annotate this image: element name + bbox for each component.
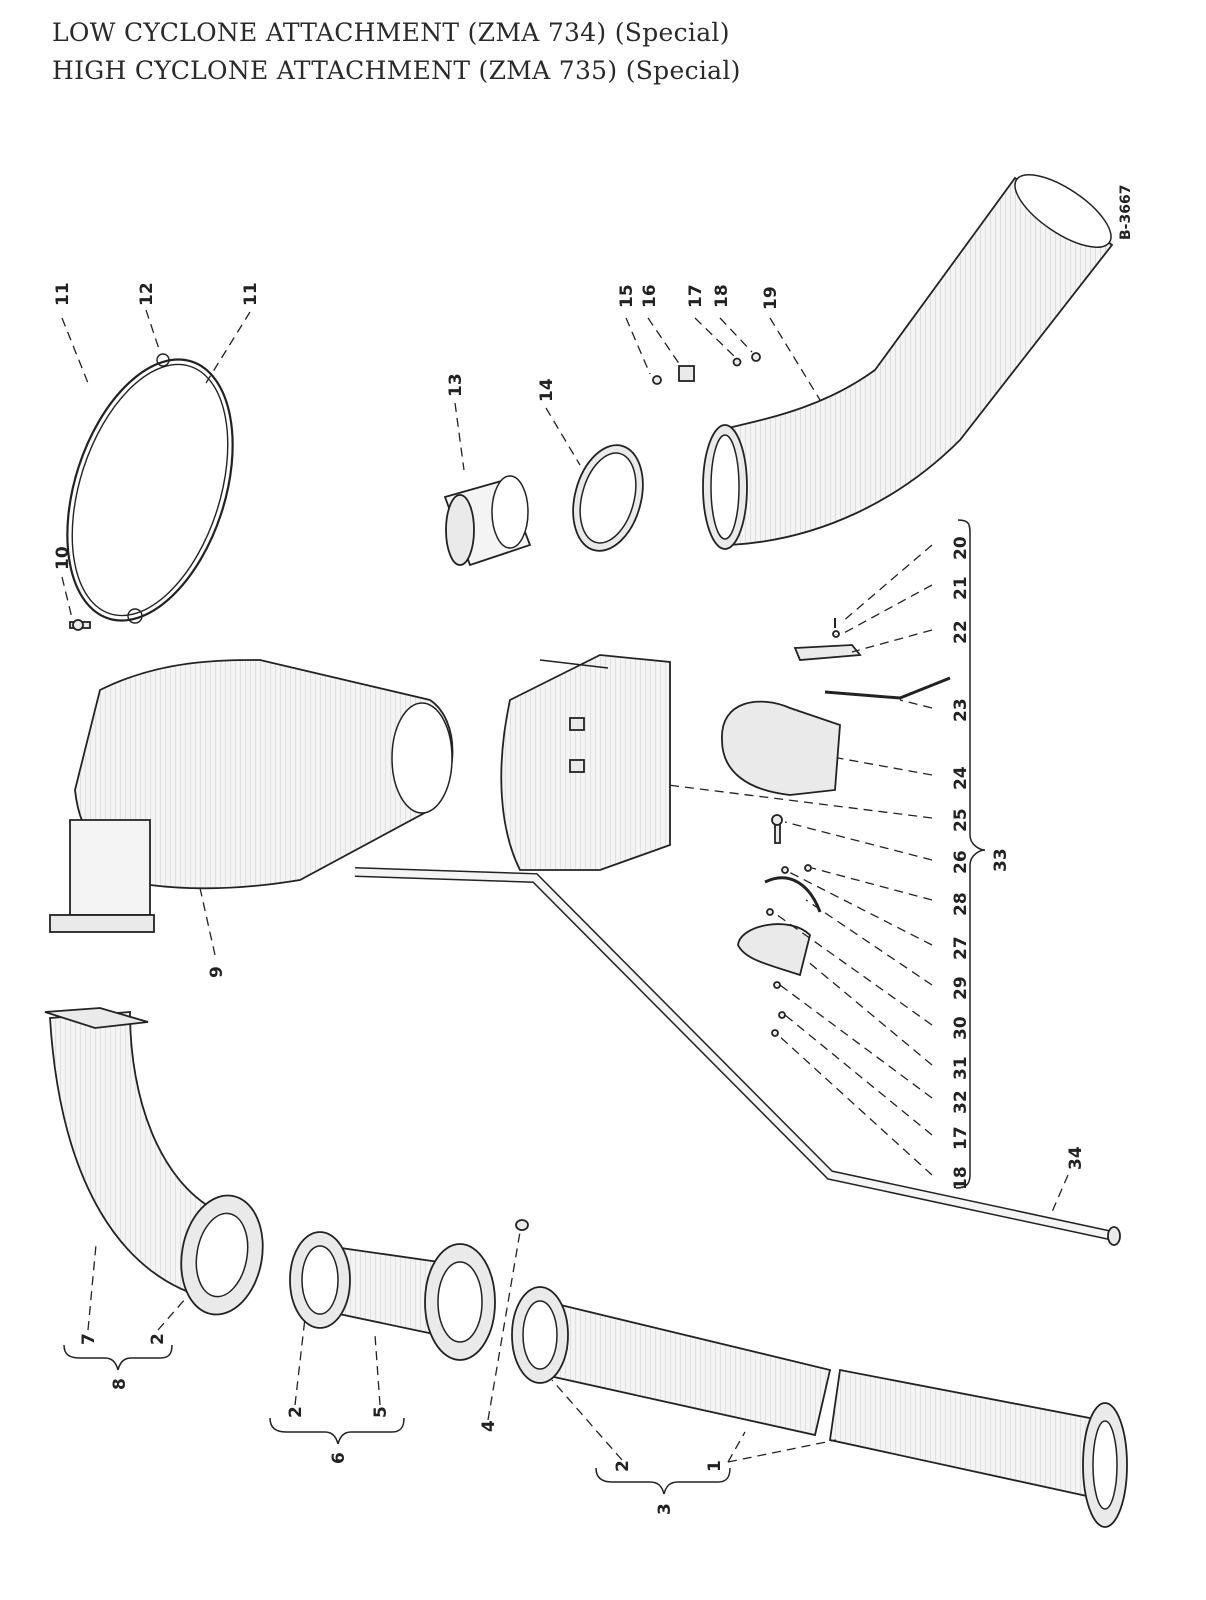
callout-18-bottom: 18 <box>951 1166 971 1190</box>
callout-28: 28 <box>951 892 971 916</box>
callout-9: 9 <box>207 966 227 978</box>
callout-11-right: 11 <box>241 282 261 306</box>
callout-4: 4 <box>479 1420 499 1432</box>
upper-elbow-pipe <box>702 174 1114 550</box>
callout-6: 6 <box>329 1452 349 1464</box>
bolt-part-10 <box>69 619 91 631</box>
callout-12: 12 <box>137 282 157 306</box>
ring-part-14 <box>572 444 644 552</box>
callout-31: 31 <box>951 1056 971 1080</box>
callout-34: 34 <box>1066 1146 1086 1170</box>
ring-part-13 <box>443 475 532 567</box>
callout-27: 27 <box>951 936 971 960</box>
long-pipe <box>511 1286 1128 1528</box>
callout-25: 25 <box>951 808 971 832</box>
cyclone-body <box>49 659 454 933</box>
callout-11-left: 11 <box>53 282 73 306</box>
callout-5: 5 <box>371 1406 391 1418</box>
callout-19: 19 <box>761 286 781 310</box>
callout-14: 14 <box>537 378 557 402</box>
callout-17-top: 17 <box>686 284 706 308</box>
callout-22: 22 <box>951 620 971 644</box>
callout-numbers: 11 12 11 10 13 14 15 16 17 18 19 20 21 2… <box>53 282 1086 1515</box>
callout-29: 29 <box>951 976 971 1000</box>
hardware-parts-15-18 <box>652 352 761 385</box>
callout-2-long-pipe: 2 <box>613 1460 633 1472</box>
callout-1: 1 <box>705 1460 725 1472</box>
lower-elbow-pipe <box>44 1007 264 1316</box>
band-clamp <box>66 353 234 624</box>
callout-17-bottom: 17 <box>951 1126 971 1150</box>
rod-part-34 <box>354 867 1121 1246</box>
callout-30: 30 <box>951 1016 971 1040</box>
callout-20: 20 <box>951 536 971 560</box>
callout-32: 32 <box>951 1090 971 1114</box>
hopper-part-25 <box>500 654 671 871</box>
callout-8: 8 <box>110 1378 130 1390</box>
callout-18-top: 18 <box>712 284 732 308</box>
callout-2-elbow: 2 <box>148 1333 168 1345</box>
drawing-code: B-3667 <box>1118 185 1134 240</box>
callout-33: 33 <box>991 848 1011 872</box>
callout-21: 21 <box>951 576 971 600</box>
hardware-parts-26-32 <box>737 814 822 1037</box>
callout-2-short-pipe: 2 <box>286 1406 306 1418</box>
group-braces <box>63 519 986 1495</box>
callout-3: 3 <box>655 1503 675 1515</box>
page-title-line-2: HIGH CYCLONE ATTACHMENT (ZMA 735) (Speci… <box>52 56 741 85</box>
callout-15: 15 <box>617 284 637 308</box>
callout-10: 10 <box>53 546 73 570</box>
part-4-nut <box>515 1219 529 1231</box>
hardware-parts-20-24 <box>721 618 951 796</box>
short-pipe <box>289 1231 496 1361</box>
callout-24: 24 <box>951 766 971 790</box>
leader-lines <box>61 309 1069 1463</box>
callout-23: 23 <box>951 698 971 722</box>
page-title-line-1: LOW CYCLONE ATTACHMENT (ZMA 734) (Specia… <box>52 18 730 47</box>
callout-13: 13 <box>446 373 466 397</box>
callout-16: 16 <box>640 284 660 308</box>
callout-26: 26 <box>951 850 971 874</box>
callout-7: 7 <box>79 1333 99 1345</box>
